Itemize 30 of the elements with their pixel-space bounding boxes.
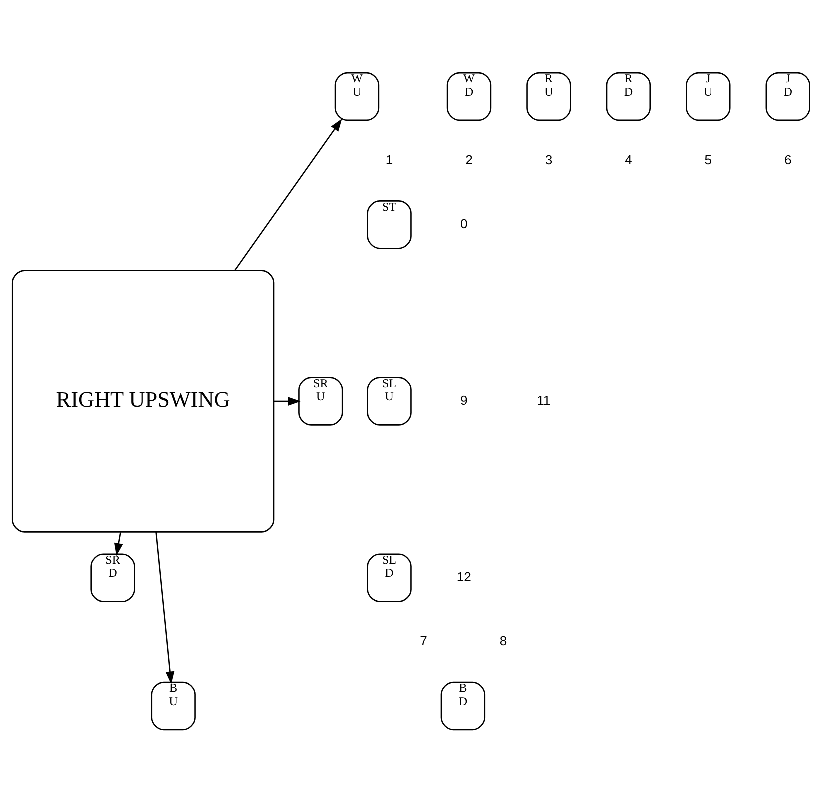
node-box: J D: [766, 72, 810, 121]
label: 0: [460, 216, 468, 231]
node-box: SR U: [298, 376, 344, 426]
node-box: R U: [526, 72, 572, 121]
node-box: SL D: [367, 553, 412, 602]
node-box: ST: [367, 200, 412, 249]
label: 9: [460, 392, 468, 408]
label: 4: [625, 152, 632, 167]
label: 6: [784, 152, 792, 167]
label: 11: [537, 392, 551, 408]
label: 3: [545, 152, 553, 167]
node-box: J U: [686, 72, 731, 121]
node-box: W D: [446, 72, 492, 121]
arrow: [156, 532, 175, 684]
node-box: B U: [151, 681, 196, 730]
node-box: RIGHT UPSWING: [12, 270, 275, 532]
label: 12: [456, 569, 472, 584]
label: 1: [386, 152, 394, 167]
node-box: W U: [334, 72, 380, 121]
node-box: SR D: [90, 553, 136, 602]
node-box: SL U: [367, 376, 412, 426]
arrow: [114, 532, 124, 556]
label: 7: [420, 633, 428, 648]
label: 8: [500, 633, 508, 648]
node-box: R D: [606, 72, 652, 121]
label: 5: [704, 152, 712, 167]
node-box: B D: [440, 681, 486, 730]
arrow: [234, 118, 342, 270]
arrow: [274, 396, 301, 406]
label: 2: [466, 152, 473, 167]
